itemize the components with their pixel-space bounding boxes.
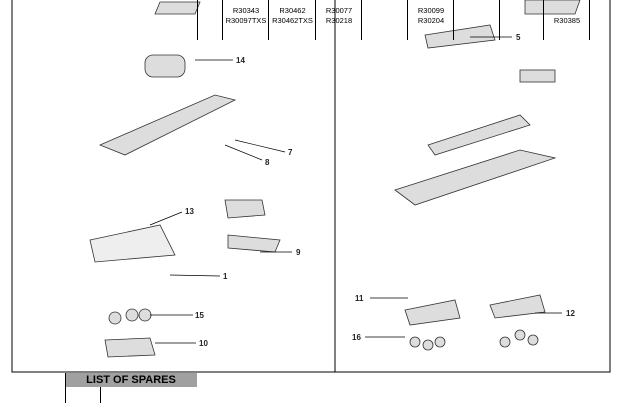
callout-16: 16 xyxy=(352,333,361,342)
part-code: R30097TXS xyxy=(225,16,267,25)
callout-14: 14 xyxy=(236,56,245,65)
spares-col-7 xyxy=(499,0,544,40)
part-code: R30343 xyxy=(232,6,260,15)
callout-12: 12 xyxy=(566,309,575,318)
callout-1: 1 xyxy=(223,272,228,281)
callout-15: 15 xyxy=(195,311,204,320)
callout-11: 11 xyxy=(355,294,364,303)
part-code: R30462 xyxy=(279,6,306,15)
callout-13: 13 xyxy=(185,207,194,216)
callout-10: 10 xyxy=(199,339,208,348)
spares-col-4 xyxy=(361,0,408,40)
callout-5: 5 xyxy=(516,33,521,42)
part-code: R30462TXS xyxy=(272,16,313,25)
part-code: R30204 xyxy=(417,16,445,25)
diagram-frame xyxy=(11,0,611,373)
callout-7: 7 xyxy=(288,148,293,157)
part-code: R30099 xyxy=(417,6,445,15)
part-code: R30385 xyxy=(553,16,581,25)
part-code: R30218 xyxy=(325,16,353,25)
spares-table-title: LIST OF SPARES xyxy=(65,373,197,387)
part-code: R30077 xyxy=(325,6,353,15)
spares-col-8: R30385 xyxy=(543,0,590,40)
callout-9: 9 xyxy=(296,248,301,257)
spares-col-6 xyxy=(453,0,500,40)
callout-8: 8 xyxy=(265,158,270,167)
